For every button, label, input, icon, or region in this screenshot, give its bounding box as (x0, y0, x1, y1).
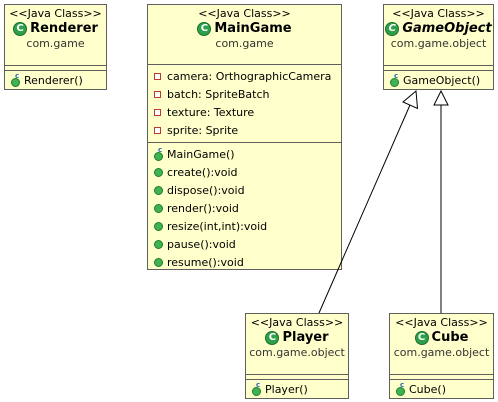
method-row[interactable]: resume():void (148, 253, 341, 271)
method-row[interactable]: pause():void (148, 235, 341, 253)
class-header: <<Java Class>> C GameObject com.game.obj… (384, 5, 493, 65)
constructor-icon: c (251, 381, 262, 396)
method-label: dispose():void (167, 183, 245, 197)
field-row[interactable]: batch: SpriteBatch (148, 85, 341, 103)
class-name: Player (282, 330, 329, 345)
constructor-icon: c (395, 381, 406, 396)
method-label: render():void (167, 201, 239, 215)
class-icon: C (13, 21, 28, 36)
field-row[interactable]: camera: OrthographicCamera (148, 67, 341, 85)
methods-compartment: c Renderer() (5, 70, 106, 89)
constructor-icon: c (153, 146, 164, 161)
field-label: batch: SpriteBatch (167, 87, 270, 101)
class-maingame[interactable]: <<Java Class>> C MainGame com.game camer… (147, 4, 342, 270)
class-renderer[interactable]: <<Java Class>> C Renderer com.game c Ren… (4, 4, 107, 90)
package-label: com.game.object (249, 346, 345, 359)
class-icon: C (265, 330, 280, 345)
method-row[interactable]: create():void (148, 163, 341, 181)
private-field-icon (154, 72, 161, 80)
public-method-icon (154, 167, 163, 177)
method-label: MainGame() (167, 147, 235, 161)
method-row[interactable]: render():void (148, 199, 341, 217)
method-label: resize(int,int):void (167, 219, 268, 233)
field-row[interactable]: texture: Texture (148, 103, 341, 121)
fields-compartment (246, 374, 348, 379)
class-header: <<Java Class>> C Cube com.game.object (390, 314, 493, 374)
stereotype-label: <<Java Class>> (250, 316, 344, 329)
field-label: sprite: Sprite (167, 123, 239, 137)
field-label: texture: Texture (167, 105, 255, 119)
class-name: Cube (431, 330, 469, 345)
class-header: <<Java Class>> C Player com.game.object (246, 314, 348, 374)
fields-compartment (384, 65, 493, 70)
public-method-icon (154, 221, 163, 231)
fields-compartment (390, 374, 493, 379)
package-label: com.game.object (390, 37, 487, 50)
class-icon: C (197, 21, 212, 36)
class-header: <<Java Class>> C Renderer com.game (5, 5, 106, 65)
constructor-icon: c (389, 72, 400, 87)
fields-compartment (5, 65, 106, 70)
method-row[interactable]: c Renderer() (5, 71, 106, 89)
class-name: MainGame (214, 21, 292, 36)
stereotype-label: <<Java Class>> (198, 7, 291, 20)
private-field-icon (154, 108, 161, 116)
method-label: create():void (167, 165, 238, 179)
method-row[interactable]: dispose():void (148, 181, 341, 199)
class-player[interactable]: <<Java Class>> C Player com.game.object … (245, 313, 349, 399)
private-field-icon (154, 90, 161, 98)
method-row[interactable]: resize(int,int):void (148, 217, 341, 235)
class-header: <<Java Class>> C MainGame com.game (148, 5, 341, 64)
package-label: com.game (215, 37, 274, 50)
stereotype-label: <<Java Class>> (9, 7, 102, 20)
class-name: GameObject (402, 21, 492, 36)
method-label: pause():void (167, 237, 236, 251)
generalization-player-gameobject[interactable] (318, 89, 419, 314)
field-row[interactable]: sprite: Sprite (148, 121, 341, 139)
stereotype-label: <<Java Class>> (392, 7, 485, 20)
method-label: Cube() (409, 382, 446, 396)
class-gameobject[interactable]: <<Java Class>> C GameObject com.game.obj… (383, 4, 494, 90)
package-label: com.game (26, 37, 85, 50)
class-icon: C (414, 330, 429, 345)
method-label: resume():void (167, 255, 244, 269)
field-label: camera: OrthographicCamera (167, 69, 332, 83)
method-label: Player() (265, 382, 308, 396)
generalization-cube-gameobject[interactable] (433, 89, 449, 313)
public-method-icon (154, 185, 163, 195)
method-label: GameObject() (403, 73, 481, 87)
public-method-icon (154, 257, 163, 267)
public-method-icon (154, 239, 163, 249)
private-field-icon (154, 126, 161, 134)
public-method-icon (154, 203, 163, 213)
method-label: Renderer() (24, 73, 83, 87)
fields-compartment: camera: OrthographicCamera batch: Sprite… (148, 64, 341, 142)
stereotype-label: <<Java Class>> (395, 316, 488, 329)
class-name: Renderer (30, 21, 98, 36)
package-label: com.game.object (393, 346, 490, 359)
constructor-icon: c (10, 72, 21, 87)
abstract-class-icon: C (385, 21, 400, 36)
